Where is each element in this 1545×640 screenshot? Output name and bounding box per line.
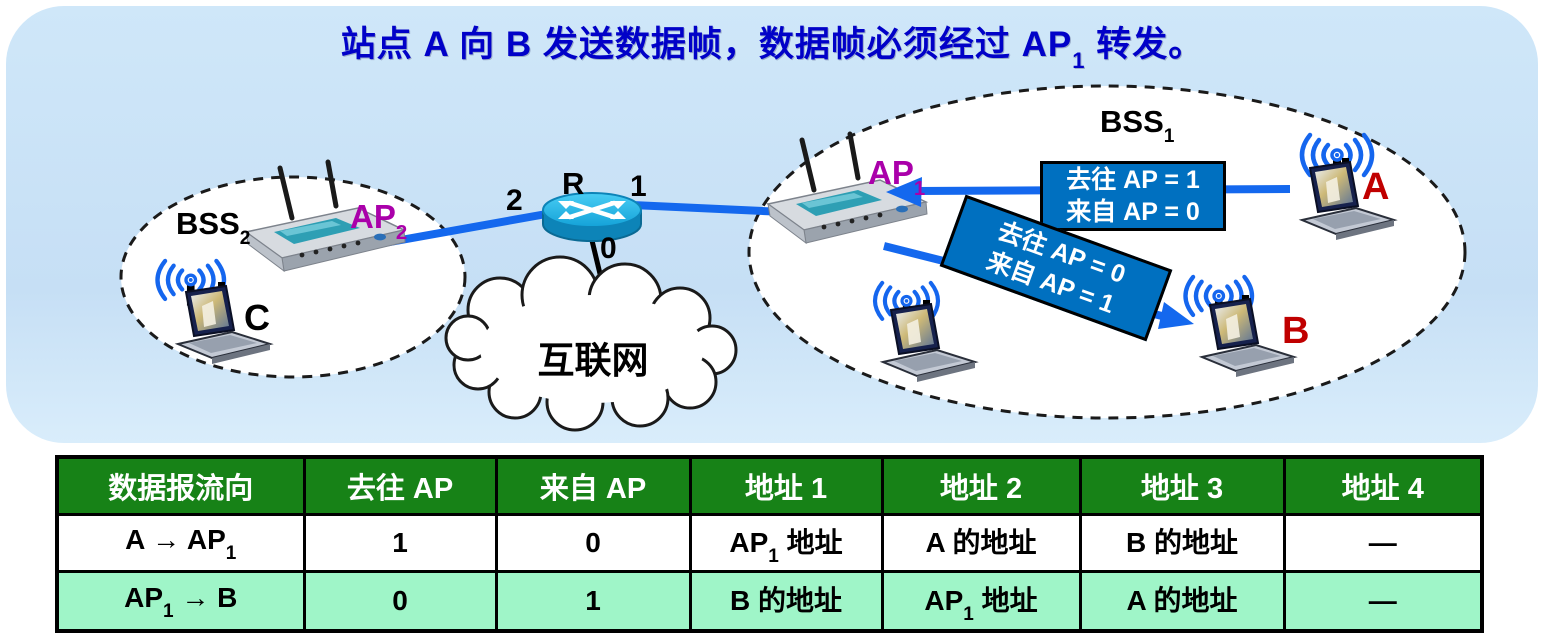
- ap2-sub: 2: [395, 220, 408, 244]
- cell-from-ap: 1: [494, 570, 692, 633]
- cell-to-ap: 1: [302, 513, 498, 573]
- cell-text: 地址: [778, 527, 843, 559]
- router-port-1: 1: [630, 170, 647, 203]
- cell-from-ap: 0: [494, 513, 692, 573]
- table-header-row: 数据报流向 去往 AP 来自 AP 地址 1 地址 2 地址 3 地址 4: [55, 455, 1484, 516]
- cell-flow: A → AP1: [55, 513, 306, 573]
- title-text-post: 转发。: [1085, 25, 1205, 64]
- table-row: A → AP1 1 0 AP1 地址 A 的地址 B 的地址 —: [55, 513, 1484, 573]
- title-text: 站点 A 向 B 发送数据帧，数据帧必须经过 AP: [340, 25, 1073, 64]
- header-addr3: 地址 3: [1078, 455, 1286, 516]
- cell-text: B 的地址: [729, 585, 842, 617]
- station-b-label: B: [1282, 310, 1310, 352]
- ap1-label: AP1: [868, 154, 925, 198]
- cell-text: AP: [124, 582, 164, 614]
- cell-text: —: [1368, 527, 1397, 558]
- router-port-0: 0: [600, 232, 617, 265]
- cell-addr3: B 的地址: [1078, 513, 1286, 573]
- flag-line: 去往 AP = 1: [1066, 166, 1200, 194]
- bss1-text: BSS: [1100, 104, 1164, 139]
- bss2-label: BSS2: [176, 206, 250, 248]
- cell-text: A 的地址: [1126, 585, 1238, 617]
- cell-text: → B: [173, 582, 238, 614]
- router-icon: [542, 192, 642, 242]
- header-addr4: 地址 4: [1282, 455, 1484, 516]
- cell-text: 地址: [973, 585, 1038, 617]
- cell-addr4: —: [1282, 570, 1484, 633]
- station-a-label: A: [1362, 166, 1390, 208]
- cell-addr4: —: [1282, 513, 1484, 573]
- cell-text: A → AP: [125, 524, 226, 556]
- frame-flags-a-to-ap1: 去往 AP = 1 来自 AP = 0: [1040, 161, 1226, 231]
- cell-sub: 1: [768, 545, 779, 567]
- flag-line: 来自 AP = 0: [1066, 198, 1200, 226]
- bss2-text: BSS: [176, 206, 240, 241]
- bss1-sub: 1: [1163, 126, 1175, 148]
- cell-addr1: B 的地址: [688, 570, 884, 633]
- cell-addr2: AP1 地址: [880, 570, 1082, 633]
- cell-text: AP: [924, 585, 964, 617]
- cell-addr2: A 的地址: [880, 513, 1082, 573]
- router-port-2: 2: [506, 184, 523, 217]
- header-addr2: 地址 2: [880, 455, 1082, 516]
- title-subscript: 1: [1072, 48, 1086, 73]
- router-label: R: [562, 166, 585, 201]
- bss1-label: BSS1: [1100, 104, 1174, 146]
- ap2-label: AP2: [350, 198, 407, 242]
- cell-text: B 的地址: [1125, 527, 1238, 559]
- ap2-text: AP: [350, 198, 396, 235]
- cell-text: A 的地址: [925, 527, 1037, 559]
- frame-address-table: 数据报流向 去往 AP 来自 AP 地址 1 地址 2 地址 3 地址 4 A …: [55, 455, 1484, 633]
- cell-sub: 1: [225, 542, 237, 564]
- ap1-sub: 1: [913, 176, 926, 200]
- page-title: 站点 A 向 B 发送数据帧，数据帧必须经过 AP1 转发。: [0, 16, 1545, 73]
- cell-sub: 1: [963, 603, 974, 625]
- cell-sub: 1: [163, 600, 174, 622]
- cell-addr1: AP1 地址: [688, 513, 884, 573]
- cell-addr3: A 的地址: [1078, 570, 1286, 633]
- cell-to-ap: 0: [302, 570, 498, 633]
- ap1-text: AP: [868, 154, 914, 191]
- bss2-area: [119, 175, 467, 379]
- header-flow: 数据报流向: [55, 455, 306, 516]
- cell-flow: AP1 → B: [55, 570, 306, 633]
- bss2-sub: 2: [239, 228, 251, 250]
- station-c-label: C: [244, 297, 270, 338]
- table-row: AP1 → B 0 1 B 的地址 AP1 地址 A 的地址 —: [55, 570, 1484, 633]
- header-addr1: 地址 1: [688, 455, 884, 516]
- header-to-ap: 去往 AP: [302, 455, 498, 516]
- internet-label: 互联网: [537, 340, 649, 381]
- internet-cloud-icon: [444, 255, 738, 432]
- cell-text: —: [1368, 585, 1397, 616]
- header-from-ap: 来自 AP: [494, 455, 692, 516]
- cell-text: AP: [729, 527, 769, 559]
